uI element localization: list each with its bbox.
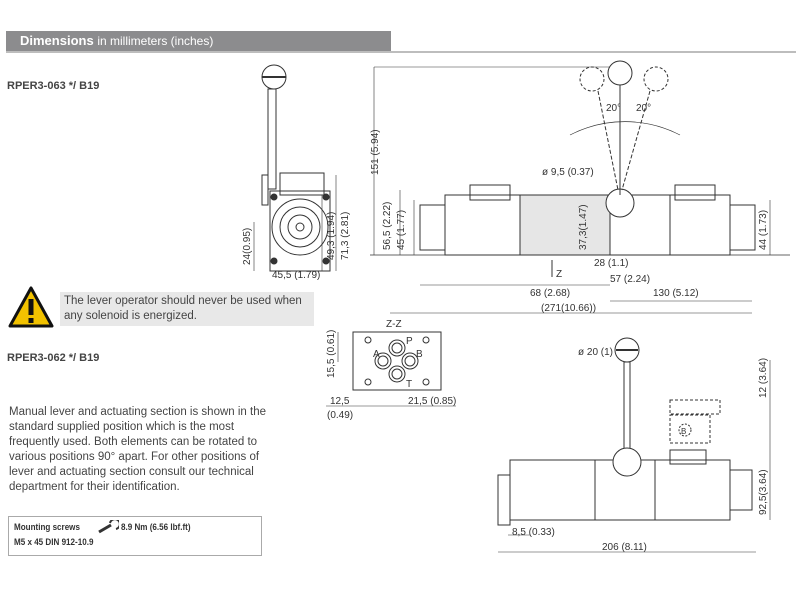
bottom-view-drawing (497, 337, 771, 553)
model-label-bottom: RPER3-062 */ B19 (7, 352, 100, 364)
title-bold: Dimensions (20, 33, 94, 48)
dim-45-5: 45,5 (1.79) (272, 270, 320, 280)
port-p: P (406, 336, 413, 347)
dim-49-3: 49,3 (1.94) (326, 212, 337, 260)
port-view-title: Z-Z (386, 319, 402, 330)
port-b: B (416, 349, 423, 360)
dim-dia-20: ø 20 (1) (578, 347, 613, 358)
front-view-drawing (370, 60, 790, 314)
dim-57: 57 (2.24) (610, 274, 650, 285)
wrench-icon (98, 520, 119, 534)
dim-37-3: 37,3(1.47) (578, 204, 589, 250)
dim-12: 12 (3.64) (758, 358, 769, 398)
angle-right: 20° (636, 103, 651, 114)
dim-44: 44 (1.73) (758, 210, 769, 250)
front-view-labels: 151 (5.94) 56,5 (2.22) 45 (1.77) ø 9,5 (… (370, 103, 769, 314)
dim-dia-9-5: ø 9,5 (0.37) (542, 167, 594, 178)
mounting-screws-box: Mounting screws 8.9 Nm (6.56 lbf.ft) M5 … (8, 516, 262, 556)
side-view-labels: 24(0.95) 49,3 (1.94) 71,3 (2.81) 45,5 (1… (242, 212, 351, 280)
port-view-drawing (326, 331, 456, 407)
dim-206: 206 (8.11) (602, 542, 647, 553)
warning-text: The lever operator should never be used … (64, 295, 302, 322)
side-view-drawing (253, 64, 337, 272)
dim-21-5: 21,5 (0.85) (408, 396, 456, 407)
dim-8-5: 8,5 (0.33) (512, 527, 555, 538)
port-a: A (373, 349, 380, 360)
dim-24: 24(0.95) (242, 228, 253, 265)
dim-45: 45 (1.77) (396, 210, 407, 250)
section-mark-z: Z (556, 269, 562, 280)
dim-68: 68 (2.68) (530, 288, 570, 299)
dim-12-5: 12,5 (330, 396, 350, 407)
dim-130: 130 (5.12) (653, 288, 699, 299)
bottom-view-labels: ø 20 (1) 12 (3.64) 92,5(3.64) 8,5 (0.33)… (512, 347, 769, 553)
dim-56-5: 56,5 (2.22) (382, 202, 393, 250)
marker-b: B (681, 427, 686, 436)
dim-271: (271(10.66)) (541, 303, 596, 314)
dim-15-5: 15,5 (0.61) (326, 330, 337, 378)
model-label-top: RPER3-063 */ B19 (7, 80, 100, 92)
torque-value: 8.9 Nm (6.56 lbf.ft) (121, 522, 191, 533)
mounting-label: Mounting screws (14, 522, 80, 533)
dim-28: 28 (1.1) (594, 258, 628, 269)
warning-triangle-icon (8, 286, 54, 328)
dim-71-3: 71,3 (2.81) (340, 212, 351, 260)
screw-spec: M5 x 45 DIN 912-10.9 (14, 537, 94, 548)
port-view-labels: Z-Z P A B T 15,5 (0.61) 12,5 (0.49) 21,5… (326, 319, 456, 421)
dim-0-49: (0.49) (327, 410, 353, 421)
angle-left: 20° (606, 103, 621, 114)
section-header-bar (6, 31, 391, 51)
warning-box (60, 292, 314, 326)
dim-151: 151 (5.94) (370, 129, 381, 175)
section-title: Dimensions in millimeters (inches) (20, 33, 213, 48)
description-text: Manual lever and actuating section is sh… (9, 406, 266, 493)
header-divider (6, 51, 796, 53)
dim-92-5: 92,5(3.64) (758, 469, 769, 515)
title-units: in millimeters (inches) (97, 34, 214, 48)
port-t: T (406, 379, 412, 390)
